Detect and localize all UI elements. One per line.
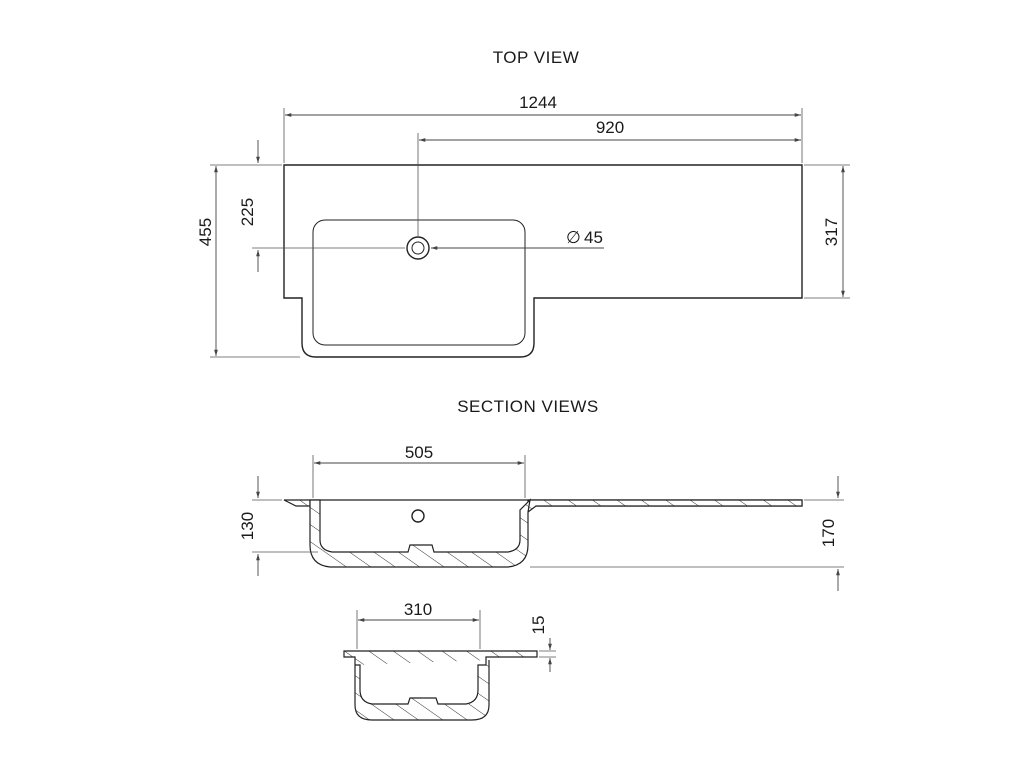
dim-bowl-depth: 130 [238, 512, 257, 540]
dim-waste-offset: 920 [596, 118, 624, 137]
long-section: 505 130 170 [238, 443, 844, 591]
long-section-deck-right [527, 499, 803, 514]
dim-overall-depth: 455 [196, 218, 215, 246]
top-view-title: TOP VIEW [493, 48, 580, 67]
bowl-inner-outline [312, 219, 526, 346]
section-views-title: SECTION VIEWS [457, 397, 599, 416]
section-views: SECTION VIEWS 505 130 [238, 397, 844, 721]
waste-inner-icon [411, 241, 425, 255]
top-view: TOP VIEW 1244 920 455 225 317 [196, 48, 850, 358]
long-section-bowl-shell [309, 498, 531, 568]
dim-waste-diameter: 45 [584, 228, 603, 247]
dim-overall-width: 1244 [519, 93, 557, 112]
waste-outer-icon [406, 236, 430, 260]
dim-overall-height: 170 [819, 519, 838, 547]
basin-outline [283, 164, 803, 358]
overflow-hole-icon [411, 509, 425, 523]
dim-short-bowl-width: 310 [404, 600, 432, 619]
dim-deck-depth: 317 [822, 218, 841, 246]
dim-deck-thickness: 15 [529, 616, 548, 635]
dim-long-bowl-width: 505 [405, 443, 433, 462]
short-section-shell [343, 650, 538, 721]
diameter-symbol-icon: ∅ [566, 228, 581, 247]
short-section: 310 15 [343, 600, 556, 721]
dim-waste-from-back: 225 [238, 198, 257, 226]
